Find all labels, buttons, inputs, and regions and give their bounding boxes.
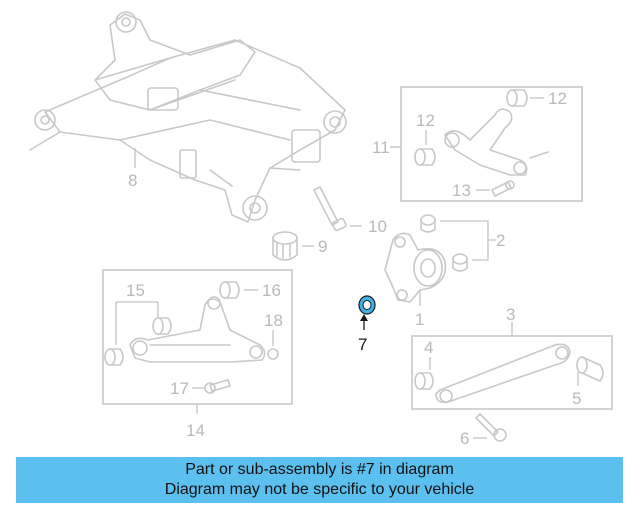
mount-part-9: [272, 231, 298, 261]
callout-7: 7: [358, 335, 367, 354]
banner-line-1: Part or sub-assembly is #7 in diagram: [185, 461, 454, 478]
callout-15: 15: [126, 281, 145, 300]
bushing-part-16: [219, 281, 240, 299]
washer-part-18: [267, 348, 279, 360]
info-banner: Part or sub-assembly is #7 in diagram Di…: [16, 457, 623, 503]
callout-10: 10: [368, 217, 387, 236]
bushing-part-5: [576, 356, 604, 382]
callout-3: 3: [506, 305, 515, 324]
callout-2: 2: [496, 231, 505, 250]
knuckle-part-1: [384, 232, 447, 303]
upper-arm: [444, 108, 549, 176]
lower-arm: [129, 296, 266, 363]
bushing-part-15-left: [104, 348, 124, 366]
callout-4: 4: [424, 338, 433, 357]
callout-5: 5: [572, 389, 581, 408]
callout-12-top: 12: [548, 89, 567, 108]
bushing-part-12-top: [506, 89, 528, 107]
subframe-part-8: [29, 11, 347, 223]
callout-9: 9: [318, 237, 327, 256]
callout-8: 8: [128, 171, 137, 190]
callout-14: 14: [186, 421, 205, 440]
leader-7-arrowhead: [360, 314, 368, 321]
leader-15: [115, 301, 159, 345]
bushing-part-2-bottom: [452, 253, 468, 272]
bushing-part-15-right: [152, 317, 172, 335]
bushing-part-2-top: [420, 214, 436, 233]
callout-17: 17: [170, 379, 189, 398]
bolt-part-17: [204, 379, 231, 394]
callout-16: 16: [262, 281, 281, 300]
bolt-part-13: [491, 180, 515, 197]
callout-11: 11: [372, 138, 390, 157]
callout-13: 13: [452, 181, 471, 200]
bushing-part-4: [414, 372, 434, 390]
callout-1: 1: [415, 310, 424, 329]
callout-6: 6: [460, 429, 469, 448]
bolt-part-6: [475, 413, 507, 442]
trailing-link: [435, 343, 571, 404]
highlighted-part-7: [358, 295, 376, 315]
callout-12-left: 12: [416, 111, 435, 130]
bushing-part-12-left: [414, 148, 436, 166]
parts-diagram: 8 10 9 11 12 12 13: [29, 11, 613, 448]
bolt-part-10: [313, 186, 347, 232]
leader-2: [440, 220, 496, 261]
callout-18: 18: [264, 311, 283, 330]
banner-line-2: Diagram may not be specific to your vehi…: [164, 481, 475, 498]
group-box-11: [400, 86, 583, 202]
